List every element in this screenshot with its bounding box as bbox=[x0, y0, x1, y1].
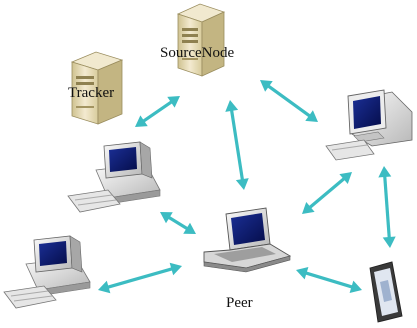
arrow-monitor-right-to-tablet-right bbox=[378, 166, 396, 248]
desktop-left-upper bbox=[67, 141, 161, 213]
arrow-shaft bbox=[303, 270, 355, 290]
arrow-head bbox=[260, 80, 273, 92]
peer-label: Peer bbox=[226, 295, 253, 311]
crt-monitor-icon bbox=[325, 89, 413, 161]
arrow-head bbox=[98, 280, 111, 294]
arrow-head bbox=[169, 262, 182, 276]
laptop-icon bbox=[203, 207, 292, 273]
arrow-desktop-left-lower-to-laptop-peer bbox=[98, 262, 182, 294]
monitor-right bbox=[325, 89, 413, 161]
arrow-shaft bbox=[307, 175, 347, 211]
arrow-laptop-peer-to-tablet-right bbox=[296, 266, 362, 294]
arrow-tracker-to-source-node bbox=[135, 96, 180, 127]
arrow-shaft bbox=[265, 83, 313, 119]
tablet-right bbox=[369, 261, 403, 323]
source-node-label: SourceNode bbox=[160, 45, 234, 61]
arrow-shaft bbox=[165, 214, 191, 232]
arrow-head bbox=[225, 100, 239, 112]
tracker: Tracker bbox=[68, 51, 124, 125]
arrow-head bbox=[296, 266, 309, 280]
arrow-head bbox=[378, 166, 392, 178]
server-icon bbox=[70, 51, 124, 125]
laptop-peer: Peer bbox=[203, 207, 292, 311]
desktop-computer-icon bbox=[3, 235, 91, 309]
arrow-shaft bbox=[382, 173, 392, 241]
desktop-left-lower bbox=[3, 235, 91, 309]
arrow-head bbox=[349, 280, 362, 294]
arrow-head bbox=[305, 110, 318, 122]
tracker-label: Tracker bbox=[68, 85, 114, 101]
arrow-head bbox=[235, 178, 249, 190]
arrow-head bbox=[135, 115, 148, 127]
source-node: SourceNode bbox=[160, 3, 234, 77]
arrow-head bbox=[167, 96, 180, 108]
arrow-shaft bbox=[229, 107, 245, 183]
arrow-shaft bbox=[140, 99, 175, 124]
arrow-head bbox=[302, 201, 315, 214]
arrow-shaft bbox=[105, 266, 175, 290]
arrow-source-node-to-monitor-right bbox=[260, 80, 318, 122]
connection-arrows bbox=[98, 80, 396, 294]
tablet-icon bbox=[369, 261, 403, 323]
arrow-source-node-to-laptop-peer bbox=[225, 100, 249, 190]
arrow-head bbox=[382, 236, 396, 248]
server-icon bbox=[176, 3, 226, 77]
arrow-head bbox=[339, 172, 352, 185]
arrow-head bbox=[183, 222, 196, 234]
arrow-monitor-right-to-laptop-peer bbox=[302, 172, 352, 214]
arrow-desktop-left-upper-to-laptop-peer bbox=[160, 212, 196, 234]
desktop-computer-icon bbox=[67, 141, 161, 213]
arrow-head bbox=[160, 212, 173, 224]
